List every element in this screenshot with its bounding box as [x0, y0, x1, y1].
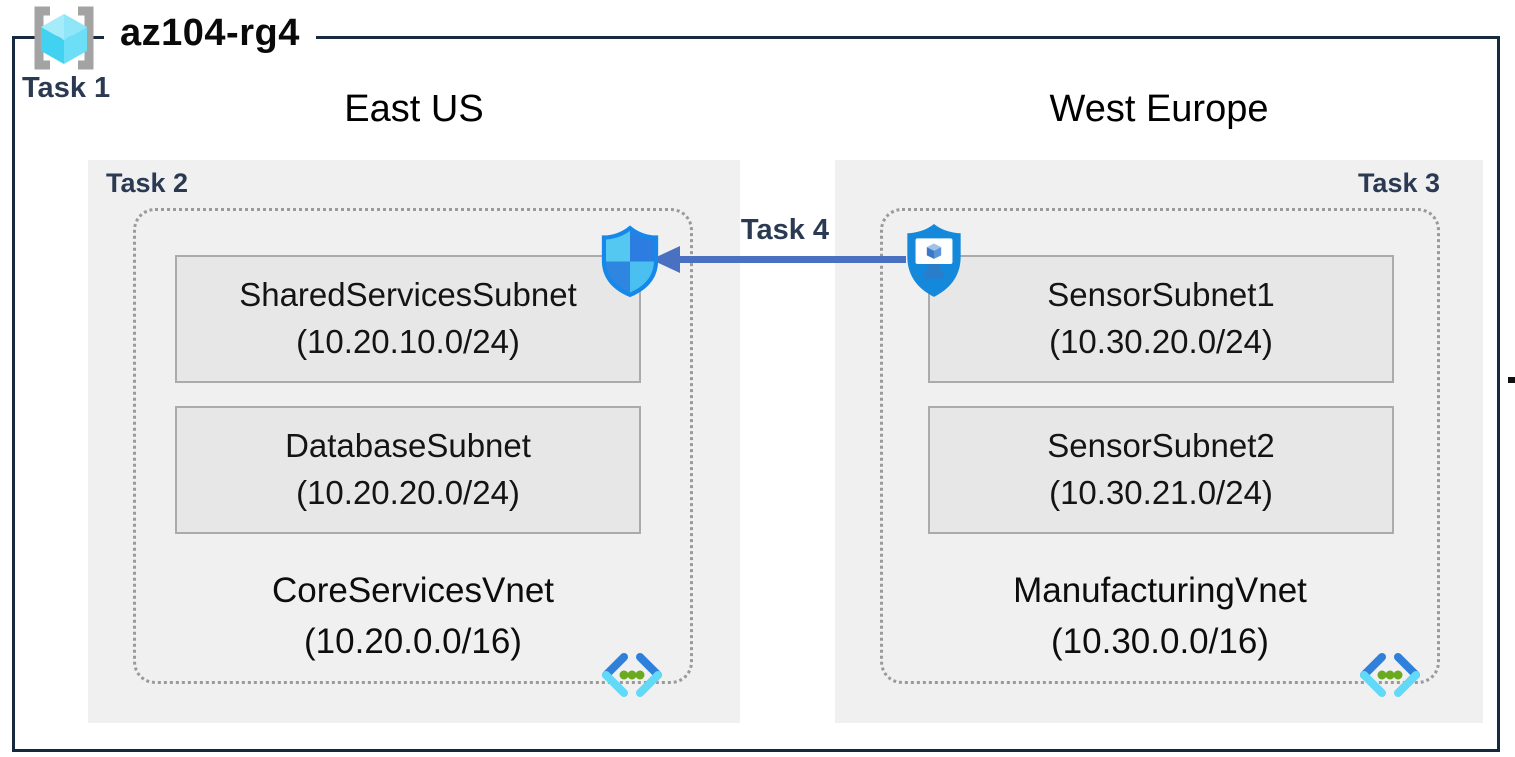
resource-group-icon — [26, 5, 102, 71]
subnet-database: DatabaseSubnet (10.20.20.0/24) — [175, 406, 641, 534]
region-label-west-europe: West Europe — [1049, 88, 1269, 130]
vnet-name: ManufacturingVnet — [1013, 571, 1307, 610]
core-services-vnet-boundary — [133, 208, 693, 684]
subnet-name: SensorSubnet2 — [1047, 427, 1275, 465]
resource-group-frame — [12, 36, 1500, 752]
task1-label: Task 1 — [22, 72, 111, 104]
subnet-sensor1: SensorSubnet1 (10.30.20.0/24) — [928, 255, 1394, 383]
task4-label: Task 4 — [740, 214, 830, 246]
edge-tick-mark — [1508, 377, 1515, 383]
subnet-cidr: (10.20.10.0/24) — [296, 323, 520, 360]
subnet-shared-services: SharedServicesSubnet (10.20.10.0/24) — [175, 255, 641, 383]
bastion-shield-monitor-icon — [901, 222, 967, 302]
subnet-name: SharedServicesSubnet — [239, 276, 577, 314]
subnet-cidr: (10.30.20.0/24) — [1049, 323, 1273, 360]
subnet-cidr: (10.20.20.0/24) — [296, 474, 520, 511]
network-security-group-shield-icon — [596, 225, 664, 298]
subnet-sensor2: SensorSubnet2 (10.30.21.0/24) — [928, 406, 1394, 534]
resource-group-title: az104-rg4 — [104, 12, 316, 55]
region-label-east-us: East US — [344, 88, 484, 130]
task2-label: Task 2 — [106, 168, 189, 198]
vnet-cidr: (10.20.0.0/16) — [304, 621, 522, 661]
manufacturing-vnet-boundary — [880, 208, 1440, 684]
virtual-network-icon — [1357, 651, 1423, 699]
peering-arrow — [650, 242, 906, 276]
core-services-vnet-label: CoreServicesVnet (10.20.0.0/16) — [133, 566, 693, 668]
subnet-cidr: (10.30.21.0/24) — [1049, 474, 1273, 511]
manufacturing-vnet-label: ManufacturingVnet (10.30.0.0/16) — [880, 566, 1440, 668]
vnet-name: CoreServicesVnet — [271, 571, 555, 610]
task3-label: Task 3 — [1357, 168, 1440, 198]
vnet-cidr: (10.30.0.0/16) — [1051, 621, 1269, 661]
virtual-network-icon — [599, 651, 665, 699]
subnet-name: DatabaseSubnet — [285, 427, 531, 465]
subnet-name: SensorSubnet1 — [1047, 276, 1275, 314]
